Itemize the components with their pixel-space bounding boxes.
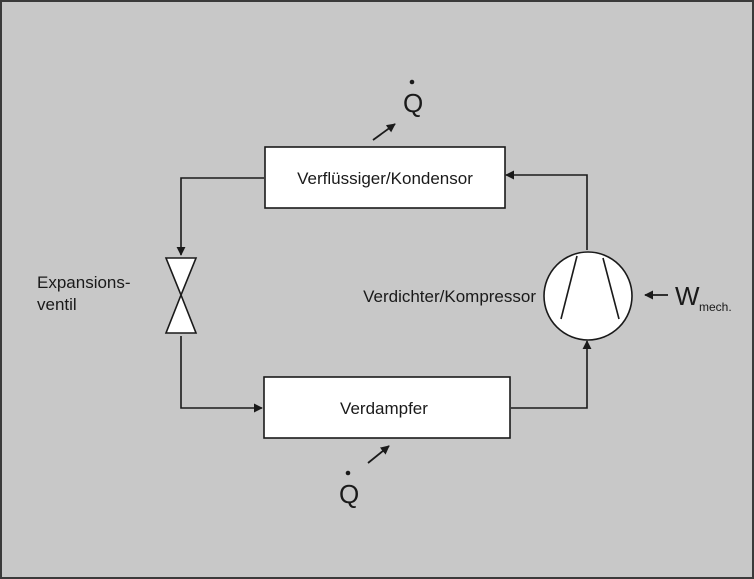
evaporator-label: Verdampfer — [340, 399, 428, 418]
flow-line-evaporator-to-compressor — [511, 340, 592, 409]
heat-in-symbol: Q — [339, 479, 359, 509]
flow-line-valve-to-evaporator — [180, 336, 263, 413]
condenser-label: Verflüssiger/Kondensor — [297, 169, 473, 188]
flow-line-compressor-to-condenser — [505, 170, 588, 250]
heat-out-arrow — [372, 123, 396, 141]
work-symbol: W — [675, 281, 700, 311]
work-subscript: mech. — [699, 300, 732, 314]
refrigerant-loop — [176, 170, 592, 413]
heat-in-arrow — [367, 445, 390, 464]
expansion-valve-label-line1: Expansions- — [37, 273, 131, 292]
flow-line-condenser-to-valve — [176, 177, 264, 256]
expansion-valve-label-line2: ventil — [37, 295, 77, 314]
condenser-block: Verflüssiger/Kondensor — [264, 146, 506, 209]
heat-in-dot — [345, 470, 351, 476]
condenser-box — [264, 146, 506, 209]
compressor-icon — [543, 251, 633, 341]
evaporator-block: Verdampfer — [263, 376, 511, 439]
heat-out-symbol: Q — [403, 88, 423, 118]
heat-out: Q — [372, 79, 423, 141]
evaporator-box — [263, 376, 511, 439]
work-input: W mech. — [644, 281, 732, 314]
expansion-valve-icon — [164, 257, 198, 334]
heat-in: Q — [339, 445, 390, 509]
compressor-label: Verdichter/Kompressor — [363, 287, 536, 306]
heat-out-dot — [409, 79, 415, 85]
